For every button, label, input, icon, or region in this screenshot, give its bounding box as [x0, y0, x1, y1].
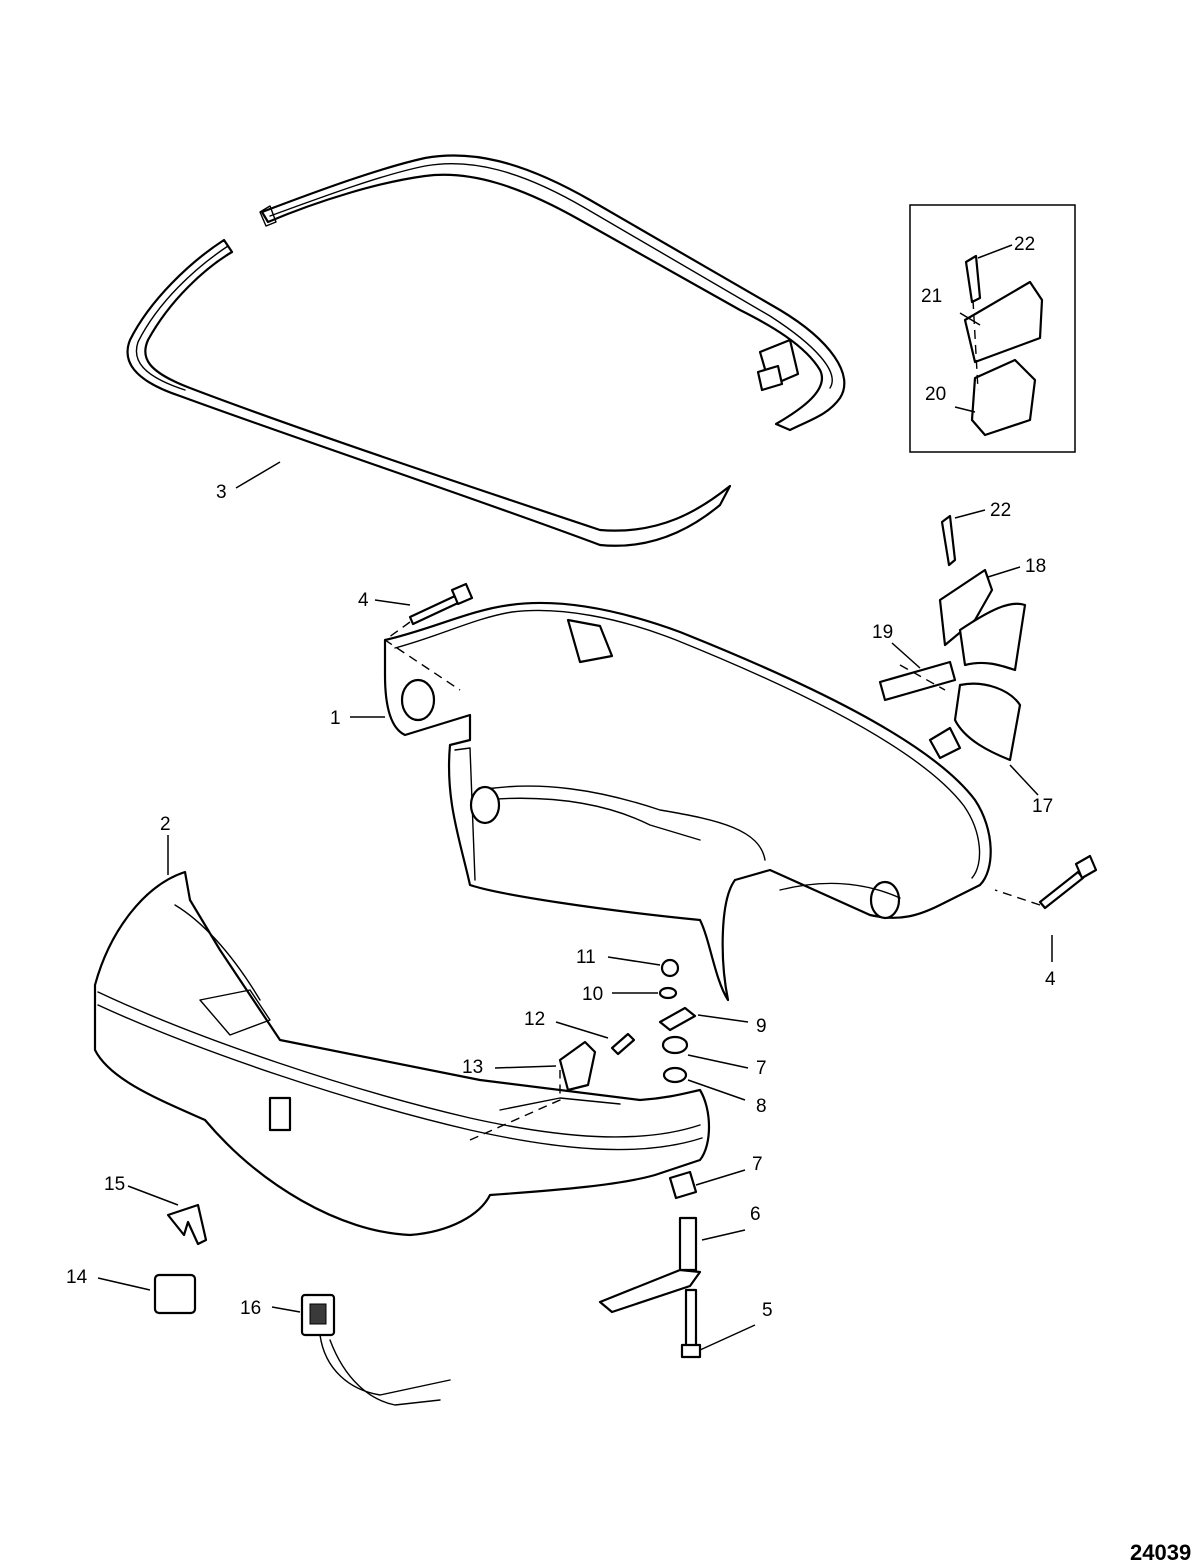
callout-12: 12 — [524, 1009, 545, 1030]
callouts: 3 1 2 4 4 5 6 7 7 8 9 10 11 12 13 15 14 … — [66, 234, 1191, 1565]
part-1-upper-cowl — [383, 601, 992, 1002]
part-8-washer — [662, 1066, 688, 1084]
part-3-seal-gasket — [126, 154, 846, 547]
figure-number: 24039 — [1130, 1540, 1191, 1565]
inset-detail — [909, 204, 1076, 453]
callout-5: 5 — [762, 1300, 773, 1321]
part-4-bolt-upper — [408, 582, 474, 626]
part-6-latch-handle — [598, 1216, 702, 1314]
callout-3: 3 — [216, 482, 227, 503]
callout-7-upper: 7 — [756, 1058, 767, 1079]
part-15-clip — [166, 1203, 208, 1246]
part-13-latch-bracket — [558, 1040, 597, 1092]
callout-20: 20 — [925, 384, 946, 405]
part-4-bolt-lower — [1038, 854, 1098, 910]
callout-6: 6 — [750, 1204, 761, 1225]
callout-8: 8 — [756, 1096, 767, 1117]
callout-22: 22 — [990, 500, 1011, 521]
callout-10: 10 — [582, 984, 603, 1005]
callout-9: 9 — [756, 1016, 767, 1037]
part-18-retainer — [938, 568, 1027, 672]
callout-7-lower: 7 — [752, 1154, 763, 1175]
callout-16: 16 — [240, 1298, 261, 1319]
callout-13: 13 — [462, 1057, 483, 1078]
part-2-lower-cowl — [93, 870, 710, 1237]
callout-18: 18 — [1025, 556, 1046, 577]
callout-4-lower: 4 — [1045, 969, 1056, 990]
part-7-bushing-upper — [661, 1035, 689, 1055]
part-17-retainer — [928, 682, 1022, 762]
callout-14: 14 — [66, 1267, 88, 1288]
part-12-screw — [610, 1032, 636, 1056]
part-16-switch-harness — [300, 1293, 451, 1406]
part-14-plug — [153, 1273, 197, 1315]
part-22-screw — [940, 514, 957, 567]
callout-19: 19 — [872, 622, 893, 643]
callout-21: 21 — [921, 286, 942, 307]
callout-22-inset: 22 — [1014, 234, 1035, 255]
part-10-washer — [658, 986, 678, 1000]
part-7-bushing-lower — [668, 1170, 698, 1200]
callout-11: 11 — [576, 947, 596, 968]
part-11-nut — [660, 958, 680, 978]
callout-4-upper: 4 — [358, 590, 369, 611]
part-19-pad — [878, 660, 957, 702]
callout-17: 17 — [1032, 796, 1053, 817]
callout-2: 2 — [160, 814, 171, 835]
part-5-bolt — [680, 1288, 702, 1359]
assembly-lines — [383, 621, 1041, 1141]
callout-1: 1 — [330, 708, 341, 729]
leader-lines — [97, 244, 1053, 1351]
callout-15: 15 — [104, 1174, 125, 1195]
part-9-latch-plate — [658, 1006, 697, 1032]
